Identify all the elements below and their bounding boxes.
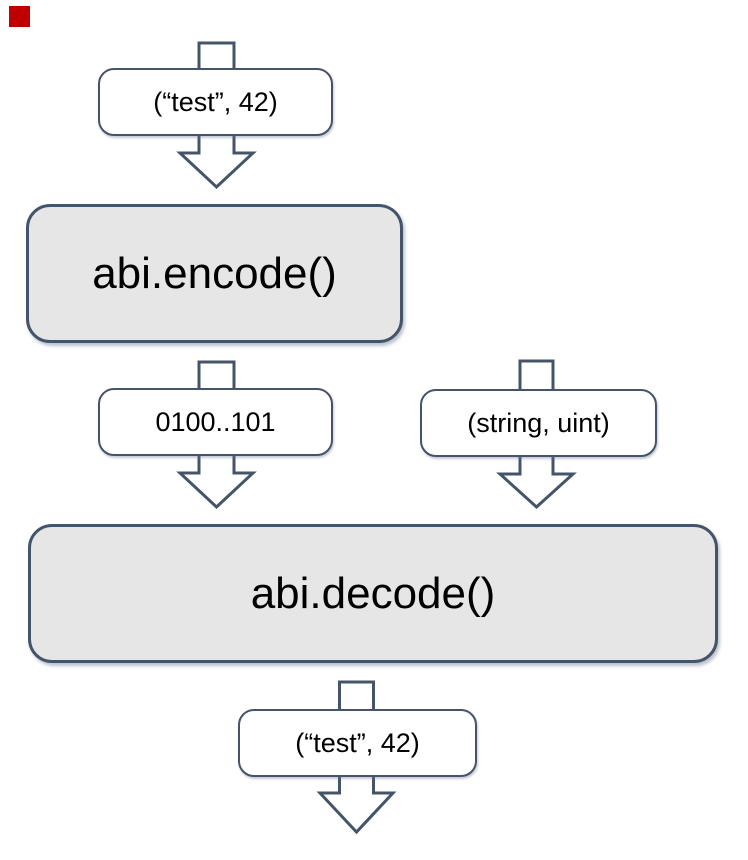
node-input-tuple-label: (“test”, 42) <box>153 86 278 117</box>
node-abi-encode: abi.encode() <box>26 204 403 343</box>
node-abi-decode: abi.decode() <box>28 524 718 663</box>
node-abi-encode-label: abi.encode() <box>92 248 337 298</box>
node-output-tuple-label: (“test”, 42) <box>295 727 420 758</box>
node-input-tuple: (“test”, 42) <box>98 68 333 136</box>
red-square-marker <box>9 6 30 27</box>
node-types-tuple-label: (string, uint) <box>467 407 610 438</box>
node-encoded-bytes: 0100..101 <box>98 388 333 456</box>
node-encoded-bytes-label: 0100..101 <box>155 406 276 437</box>
node-abi-decode-label: abi.decode() <box>250 568 496 618</box>
node-types-tuple: (string, uint) <box>420 389 657 457</box>
node-output-tuple: (“test”, 42) <box>238 709 477 777</box>
